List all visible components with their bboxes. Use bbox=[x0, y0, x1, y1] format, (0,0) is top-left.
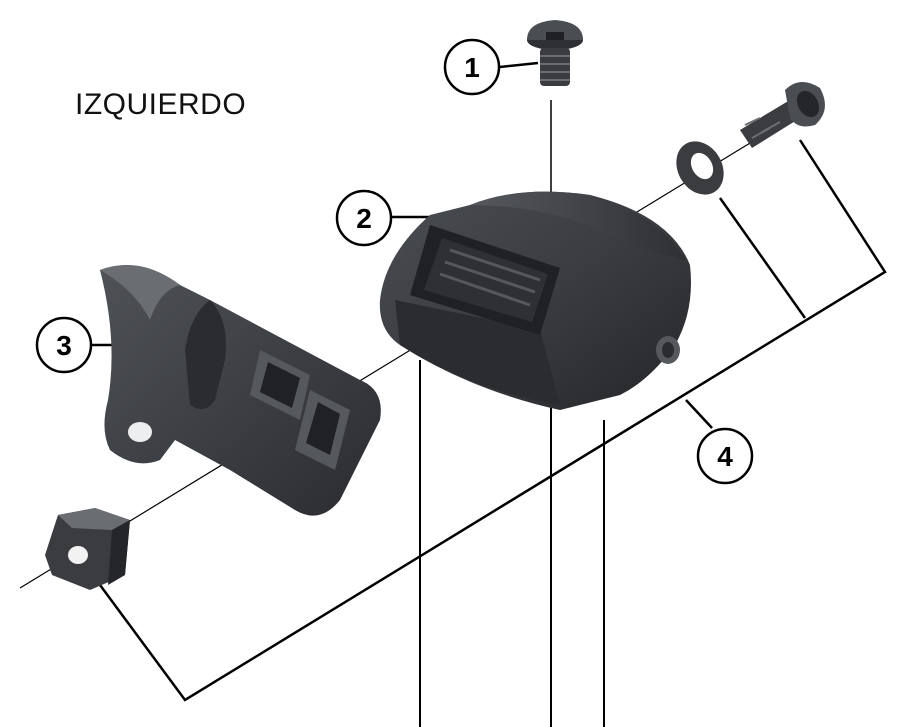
callout-2-label: 2 bbox=[356, 203, 372, 234]
washer-part bbox=[676, 141, 724, 195]
callout-2: 2 bbox=[335, 189, 393, 247]
callout-4-label: 4 bbox=[717, 441, 733, 472]
bolt-part bbox=[740, 81, 825, 148]
callout-4: 4 bbox=[696, 427, 754, 485]
callout-1-label: 1 bbox=[464, 52, 480, 83]
callout-3-label: 3 bbox=[56, 330, 72, 361]
callout-3: 3 bbox=[35, 316, 93, 374]
diagram-title: IZQUIERDO bbox=[75, 88, 247, 121]
callout-1: 1 bbox=[443, 38, 501, 96]
housing-part bbox=[379, 191, 691, 410]
clamp-band-part bbox=[100, 265, 381, 516]
nut-part bbox=[45, 508, 130, 590]
screw-part bbox=[527, 20, 583, 86]
